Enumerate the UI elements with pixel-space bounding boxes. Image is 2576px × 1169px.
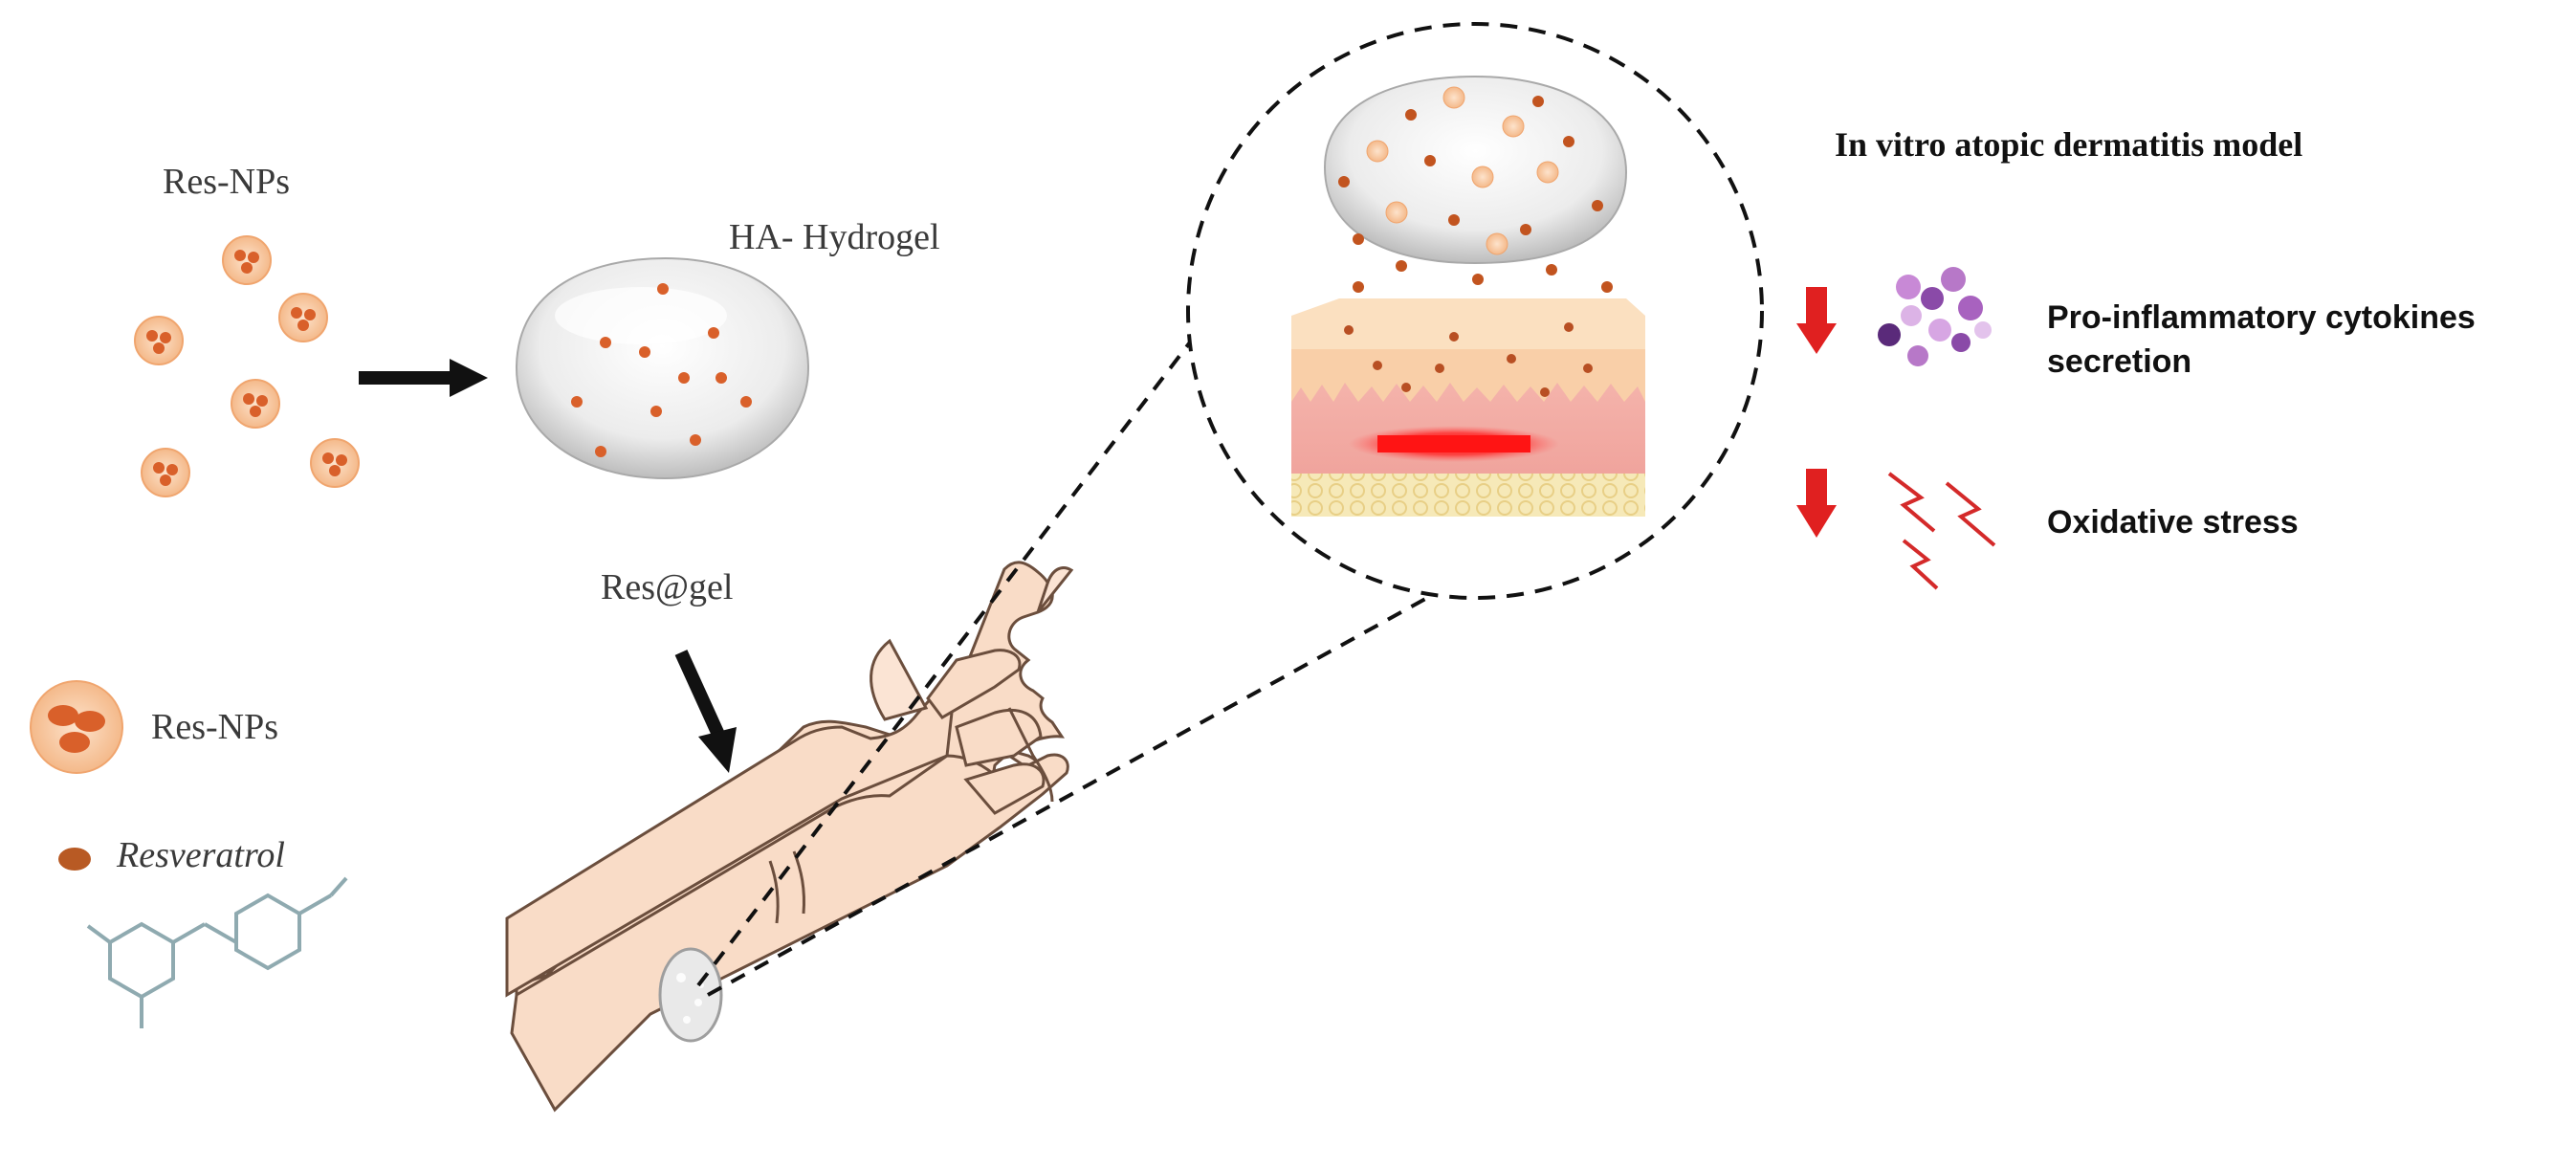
gel-patch — [658, 947, 723, 1043]
effect-cytokines-line-2: secretion — [2047, 343, 2192, 380]
nanoparticle — [222, 235, 272, 285]
legend-nanoparticle-icon — [30, 680, 123, 774]
decrease-arrow-icon — [1796, 287, 1837, 354]
legend-resveratrol-dot — [58, 848, 91, 871]
nanoparticle — [310, 438, 360, 488]
legend-res-nps-label: Res-NPs — [151, 707, 279, 747]
model-title: In vitro atopic dermatitis model — [1835, 125, 2303, 164]
res-gel-label: Res@gel — [601, 567, 734, 607]
nanoparticle — [134, 316, 184, 365]
res-nps-label: Res-NPs — [163, 162, 291, 202]
nanoparticle — [278, 293, 328, 342]
arrow-right-icon — [359, 359, 488, 397]
forearm — [510, 649, 1069, 1113]
cytokine-cells-icon — [1878, 267, 1992, 366]
res-nps-cluster — [134, 235, 360, 497]
nanoparticle — [141, 448, 190, 497]
nanoparticle — [231, 379, 280, 429]
skin-layers-icon — [1291, 298, 1645, 517]
magnifier-circle-icon — [1186, 22, 1764, 600]
resveratrol-dots — [571, 283, 752, 457]
effect-oxidative-stress: Oxidative stress — [2047, 504, 2299, 540]
zoom-nanoparticles — [1366, 86, 1559, 255]
decrease-arrow-icon — [1796, 469, 1837, 538]
hydrogel-dome — [515, 256, 810, 480]
arrow-down-icon — [674, 650, 737, 773]
ha-hydrogel-label: HA- Hydrogel — [729, 217, 940, 257]
molecule-structure-icon — [86, 876, 348, 1028]
lightning-icon — [1887, 472, 1996, 590]
legend-resveratrol-label: Resveratrol — [117, 835, 285, 875]
effect-cytokines-line-1: Pro-inflammatory cytokines — [2047, 299, 2476, 336]
